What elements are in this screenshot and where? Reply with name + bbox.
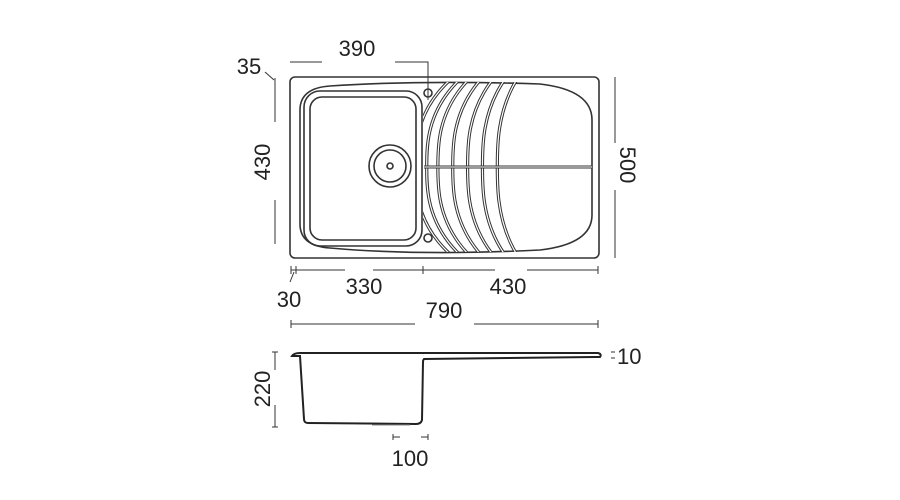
dim-label-10: 10 <box>617 344 641 369</box>
dim-430-vertical: 430 <box>250 80 276 244</box>
dim-label-430-vertical: 430 <box>250 144 275 181</box>
dim-100: 100 <box>392 434 429 471</box>
dim-label-790: 790 <box>426 298 463 323</box>
sink-inner-rim <box>299 81 593 254</box>
bowl-inner <box>309 96 417 241</box>
sink-profile <box>290 352 602 426</box>
dim-790: 790 <box>290 298 599 328</box>
dim-label-500: 500 <box>615 147 640 184</box>
dim-label-35: 35 <box>237 54 261 79</box>
overflow-hole <box>423 233 433 243</box>
sink-outline <box>289 76 600 259</box>
dim-390: 390 <box>290 36 429 100</box>
dim-220: 220 <box>250 351 278 428</box>
side-view: 220 10 100 <box>250 344 641 471</box>
dim-500: 500 <box>614 77 640 258</box>
dim-label-390: 390 <box>339 36 376 61</box>
dim-label-30: 30 <box>277 287 301 312</box>
dim-35: 35 <box>237 54 276 86</box>
dim-label-430-horizontal: 430 <box>490 274 527 299</box>
dim-bottom-row: 330 430 30 <box>277 266 599 312</box>
dim-label-330: 330 <box>346 274 383 299</box>
bowl-outer <box>303 90 423 247</box>
dim-label-100: 100 <box>392 446 429 471</box>
dim-label-220: 220 <box>250 371 275 408</box>
dim-10: 10 <box>611 344 641 369</box>
top-view: 390 35 430 500 330 430 30 790 <box>237 36 640 328</box>
drain-icon <box>368 144 412 188</box>
